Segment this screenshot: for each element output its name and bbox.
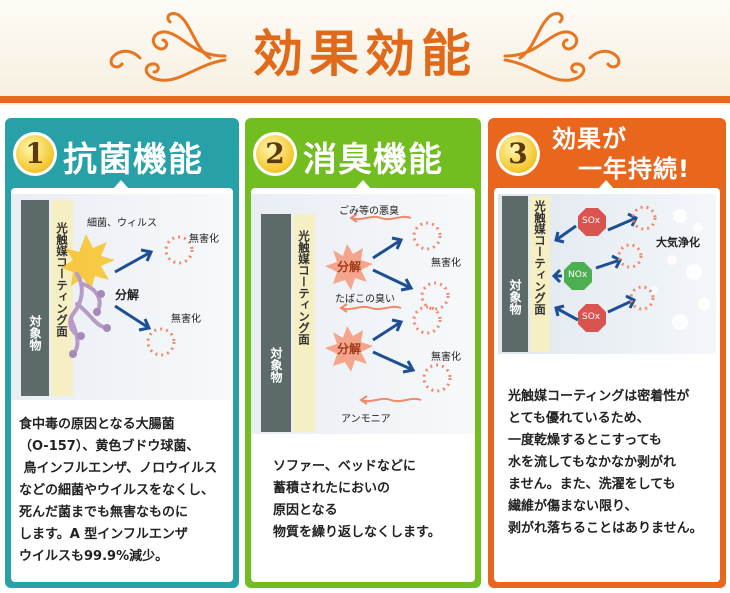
panel-title-line1: 効果が	[552, 125, 627, 153]
panel-content: 対象物 光触媒コーティング面	[251, 188, 475, 582]
coating-label: 光触媒コーティング面	[293, 214, 315, 432]
deodorizing-diagram: 対象物 光触媒コーティング面	[251, 194, 475, 434]
coating-label: 光触媒コーティング面	[530, 196, 550, 352]
bacteria-illustration	[61, 234, 194, 358]
page-title: 効果効能	[253, 24, 477, 83]
panel-title: 消臭機能	[303, 140, 443, 180]
air-purification-label: 大気浄化	[656, 236, 700, 249]
pollutant-illustration	[551, 205, 710, 332]
odor-label-tobacco: たばこの臭い	[335, 294, 395, 305]
bacteria-label: 細菌、ウィルス	[87, 218, 157, 229]
harmless-label-1: 無害化	[431, 258, 461, 269]
nox-label: NOx	[568, 270, 588, 280]
harmless-label-1: 無害化	[189, 234, 219, 245]
header: 効果効能	[0, 0, 730, 105]
antibacterial-description: 食中毒の原因となる大腸菌 （O-157）、黄色ブドウ球菌、 鳥インフルエンザ、ノ…	[19, 417, 218, 564]
sox-label-2: SOx	[582, 312, 601, 322]
panel-title: 抗菌機能	[63, 140, 203, 180]
deodorizing-description: ソファー、ベッドなどに 蓄積されたにおいの 原因となる 物質を繰り返しなくします…	[273, 459, 441, 540]
odor-label-garbage: ごみ等の悪臭	[339, 206, 399, 217]
speech-notch	[355, 180, 371, 189]
panel-content: 対象物 光触媒コーティング面 細	[11, 188, 233, 582]
harmless-label-2: 無害化	[431, 352, 461, 363]
decompose-label: 分解	[115, 288, 140, 302]
harmless-label-2: 無害化	[171, 314, 201, 325]
number-badge: 2	[253, 132, 297, 176]
odor-label-ammonia: アンモニア	[341, 414, 391, 425]
air-purification-diagram: 対象物 光触媒コーティング面	[494, 194, 720, 354]
decompose-label-2: 分解	[337, 342, 362, 356]
object-label: 対象物	[21, 200, 49, 396]
sox-label-1: SOx	[582, 216, 601, 226]
header-divider	[0, 96, 730, 103]
panel-deodorizing: 2 消臭機能 対象物 光触媒コーティング面	[245, 118, 481, 588]
panel-antibacterial: 1 抗菌機能 対象物 光触媒コーティング面	[5, 118, 239, 588]
object-label: 対象物	[261, 214, 291, 432]
panel-title: 効果が 一年持続!	[546, 124, 690, 184]
object-label: 対象物	[502, 196, 528, 352]
number-badge: 1	[13, 132, 57, 176]
antibacterial-diagram: 対象物 光触媒コーティング面 細	[11, 194, 233, 400]
right-swirl-ornament	[503, 12, 621, 82]
odor-illustration	[325, 213, 452, 405]
panel-long-lasting: 3 効果が 一年持続! 対象物 光触媒コーティング面	[488, 118, 726, 588]
number-badge: 3	[496, 132, 540, 176]
panel-title-line2: 一年持続!	[578, 155, 690, 183]
panel-content: 対象物 光触媒コーティング面	[494, 188, 720, 582]
speech-notch	[113, 180, 129, 189]
left-swirl-ornament	[109, 12, 227, 82]
speech-notch	[598, 180, 614, 189]
long-lasting-description: 光触媒コーティングは密着性が とても優れているため、 一度乾燥するとこすっても …	[508, 389, 703, 536]
decompose-label-1: 分解	[337, 260, 362, 274]
